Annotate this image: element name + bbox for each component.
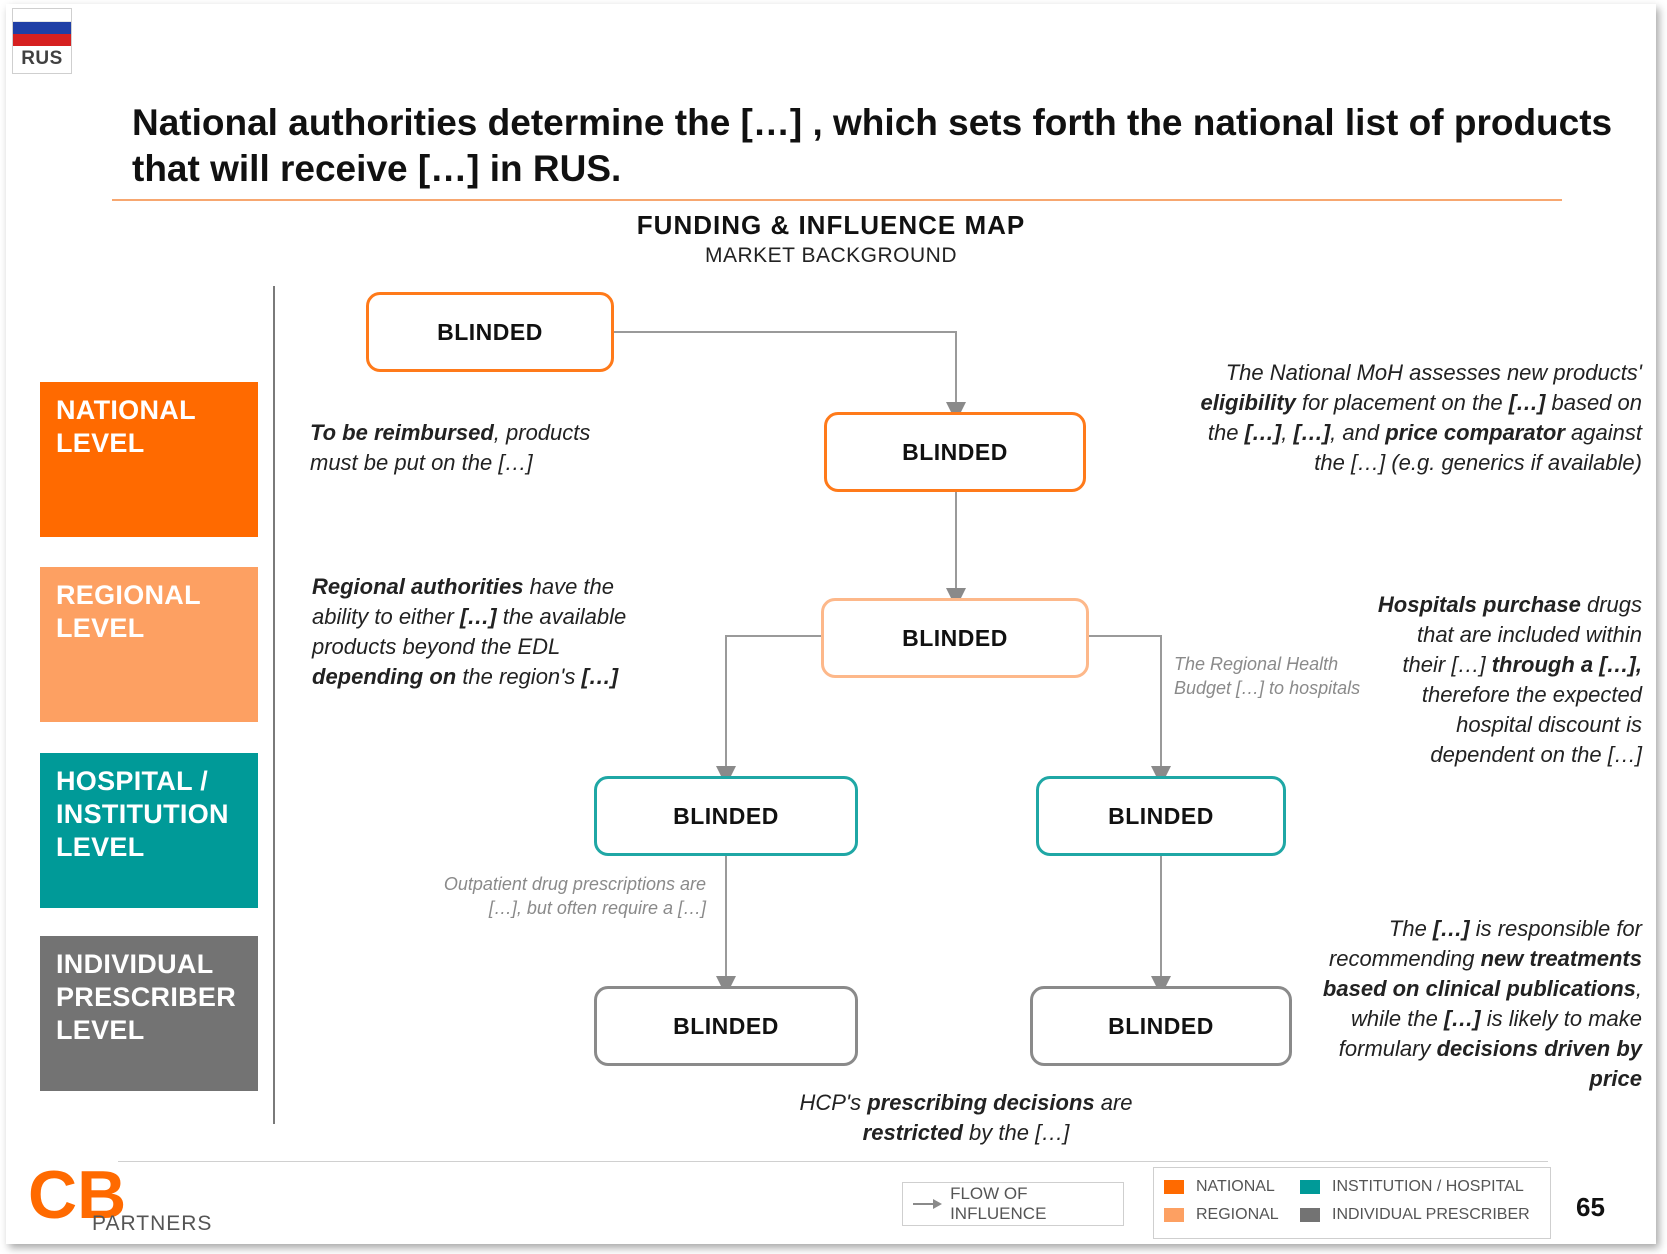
level-prescriber: INDIVIDUAL PRESCRIBER LEVEL <box>40 936 258 1091</box>
connector-top-national <box>614 331 966 422</box>
legend-swatch-icon <box>1300 1180 1320 1194</box>
map-title: FUNDING & INFLUENCE MAP <box>636 210 1026 240</box>
legend-institution: INSTITUTION / HOSPITAL <box>1300 1178 1524 1196</box>
russia-flag-icon: RUS <box>12 8 72 74</box>
logo-letters: CB <box>28 1157 127 1233</box>
connector-regional-hospital-left <box>716 635 821 786</box>
node-prescriber-right: BLINDED <box>1030 986 1292 1066</box>
annotation-regional: Regional authorities have the ability to… <box>312 574 627 689</box>
slide-title: National authorities determine the […] ,… <box>132 102 1613 189</box>
logo-word: PARTNERS <box>92 1212 213 1235</box>
level-separator <box>273 286 275 1124</box>
level-national: NATIONAL LEVEL <box>40 382 258 537</box>
annotation-budget: The Regional Health Budget […] to hospit… <box>1174 654 1361 698</box>
map-subtitle: MARKET BACKGROUND <box>705 244 957 267</box>
page-number: 65 <box>1576 1192 1605 1222</box>
annotation-moh: The National MoH assesses new products' … <box>1200 360 1642 475</box>
level-hospital: HOSPITAL / INSTITUTION LEVEL <box>40 753 258 908</box>
legend-flow-of-influence: FLOW OF INFLUENCE <box>902 1182 1124 1226</box>
cb-partners-logo: CB PARTNERS <box>28 1157 218 1244</box>
annotation-outpatient: Outpatient drug prescriptions are […], b… <box>443 874 706 918</box>
slide: RUS National authorities determine the [… <box>6 4 1656 1244</box>
annotation-formulary: The […] is responsible for recommending … <box>1322 916 1642 1091</box>
legend-swatch-icon <box>1164 1180 1184 1194</box>
annotation-reimbursed: To be reimbursed, products must be put o… <box>310 420 591 475</box>
node-top: BLINDED <box>366 292 614 372</box>
level-regional: REGIONAL LEVEL <box>40 567 258 722</box>
node-hospital-right: BLINDED <box>1036 776 1286 856</box>
node-hospital-left: BLINDED <box>594 776 858 856</box>
annotation-hospitals: Hospitals purchase drugs that are includ… <box>1377 592 1642 767</box>
flow-label: FLOW OF INFLUENCE <box>950 1184 1047 1223</box>
legend-swatch-icon <box>1300 1208 1320 1222</box>
legend-regional: REGIONAL <box>1164 1206 1279 1224</box>
footer-divider <box>118 1161 1548 1162</box>
legend-prescriber: INDIVIDUAL PRESCRIBER <box>1300 1206 1530 1224</box>
connector-regional-hospital-right <box>1089 635 1171 786</box>
annotation-hcp: HCP's prescribing decisions are restrict… <box>799 1090 1133 1145</box>
legend-swatch-icon <box>1164 1208 1184 1222</box>
legend-levels: NATIONAL REGIONAL INSTITUTION / HOSPITAL… <box>1153 1167 1551 1239</box>
node-prescriber-left: BLINDED <box>594 986 858 1066</box>
title-divider <box>112 199 1562 201</box>
node-regional: BLINDED <box>821 598 1089 678</box>
arrow-right-icon <box>913 1199 942 1209</box>
flow-connectors <box>614 331 1171 996</box>
node-national: BLINDED <box>824 412 1086 492</box>
legend-national: NATIONAL <box>1164 1178 1275 1196</box>
country-code: RUS <box>21 48 63 69</box>
